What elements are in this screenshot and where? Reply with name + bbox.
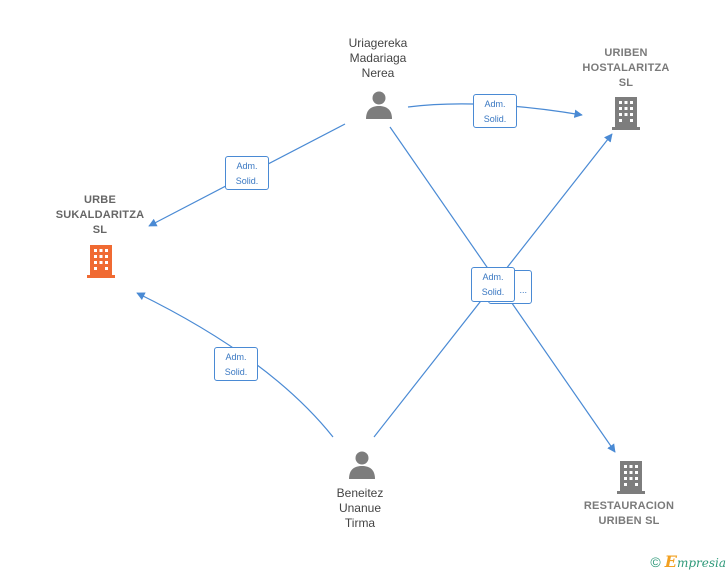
building-icon[interactable] [612,96,640,130]
edge-label-adm-solid[interactable]: Adm. Solid. [225,156,269,190]
company-name-urbe-sukaldaritza[interactable]: URBE SUKALDARITZA SL [55,194,145,236]
footer-brand: © Empresia [650,552,726,571]
person-name-uriagereka[interactable]: Uriagereka Madariaga Nerea [348,36,408,80]
person-name-beneitez[interactable]: Beneitez Unanue Tirma [336,486,384,530]
edge-label-adm-solid[interactable]: Adm. Solid. [214,347,258,381]
person-icon[interactable] [347,450,377,480]
company-name-uriben-hostalaritza[interactable]: URIBEN HOSTALARITZA SL [582,47,670,89]
edge-label-adm-solid[interactable]: Adm. Solid. [473,94,517,128]
building-icon[interactable] [617,460,645,494]
company-name-restauracion-uriben[interactable]: RESTAURACION URIBEN SL [583,500,675,527]
brand-logo: Empresia [665,552,726,571]
brand-text: mpresia [676,556,726,570]
person-icon[interactable] [364,90,394,120]
building-icon[interactable] [86,244,116,278]
edge-label-adm-solid[interactable]: Adm. Solid. [471,267,515,302]
brand-initial: E [664,552,677,571]
copyright-icon: © [650,553,661,570]
